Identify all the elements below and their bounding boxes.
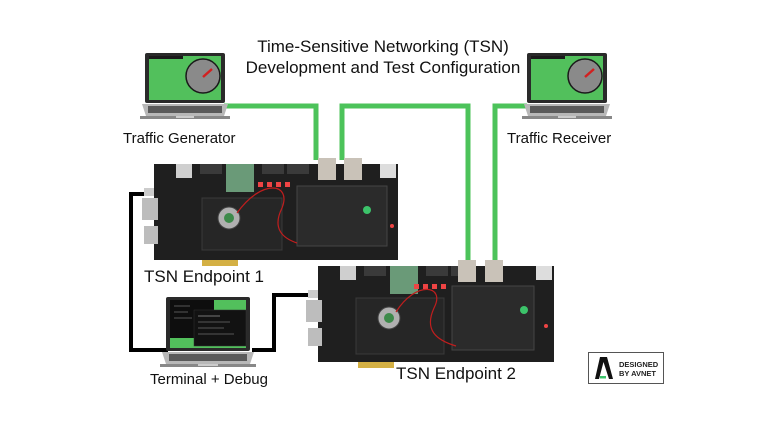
tsn-endpoint-2-board[interactable] bbox=[306, 260, 556, 373]
speedometer-gauge-icon bbox=[185, 58, 221, 94]
designed-by-avnet-badge: DESIGNED BY AVNET bbox=[588, 352, 664, 384]
avnet-logo-icon bbox=[595, 357, 613, 379]
traffic-receiver-laptop[interactable] bbox=[522, 52, 612, 127]
laptop-icon bbox=[140, 53, 230, 119]
terminal-debug-label: Terminal + Debug bbox=[150, 371, 268, 388]
debug-cable-ep2 bbox=[252, 293, 312, 352]
diagram-title-line2: Development and Test Configuration bbox=[245, 58, 521, 77]
tsn-endpoint-1-board[interactable] bbox=[142, 158, 400, 271]
badge-line2: BY AVNET bbox=[619, 369, 656, 378]
speedometer-gauge-icon bbox=[567, 58, 603, 94]
badge-line1: DESIGNED bbox=[619, 360, 659, 369]
debug-cable-ep1 bbox=[129, 192, 168, 352]
terminal-debug-laptop[interactable] bbox=[160, 296, 256, 373]
laptop-icon bbox=[160, 297, 256, 367]
ethernet-cable-generator-ep1 bbox=[224, 103, 319, 160]
fpga-board-icon bbox=[306, 260, 554, 368]
ethernet-cable-receiver-ep2 bbox=[492, 103, 527, 262]
ethernet-cable-ep1-ep2 bbox=[339, 103, 471, 262]
terminal-windows-icon bbox=[170, 300, 247, 347]
traffic-generator-label: Traffic Generator bbox=[123, 130, 236, 147]
diagram-title-line1: Time-Sensitive Networking (TSN) bbox=[257, 37, 509, 56]
traffic-receiver-label: Traffic Receiver bbox=[507, 130, 612, 147]
fpga-board-icon bbox=[142, 158, 398, 266]
laptop-icon bbox=[522, 53, 612, 119]
tsn-endpoint-1-label: TSN Endpoint 1 bbox=[144, 267, 265, 286]
traffic-generator-laptop[interactable] bbox=[140, 52, 230, 127]
tsn-endpoint-2-label: TSN Endpoint 2 bbox=[396, 364, 517, 383]
